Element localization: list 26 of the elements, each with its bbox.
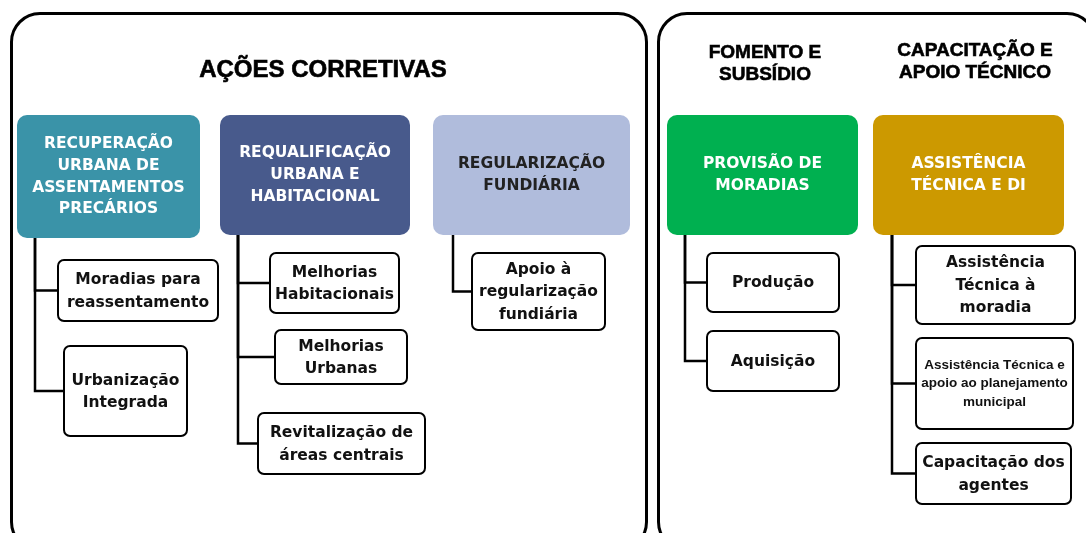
item-box: Urbanização Integrada [63,345,188,437]
panel-heading: AÇÕES CORRETIVAS [198,55,448,83]
item-box: Assistência Técnica e apoio ao planejamento municipal [915,337,1074,430]
category-box: ASSISTÊNCIA TÉCNICA E DI [873,115,1064,235]
category-box: RECUPERAÇÃO URBANA DE ASSENTAMENTOS PRECÁRIOS [17,115,200,238]
connector-line [236,235,257,445]
panel-heading: CAPACITAÇÃO E APOIO TÉCNICO [896,39,1054,83]
group-panel [10,12,648,533]
category-box: REQUALIFICAÇÃO URBANA E HABITACIONAL [220,115,410,235]
connector-line [890,235,915,475]
item-box: Melhorias Habitacionais [269,252,400,314]
category-box: REGULARIZAÇÃO FUNDIÁRIA [433,115,630,235]
connector-line [683,235,706,363]
connector-line [451,235,471,293]
item-box: Apoio à regularização fundiária [471,252,606,331]
group-panel [657,12,1086,533]
panel-heading: FOMENTO E SUBSÍDIO [707,41,823,85]
connector-line [33,238,63,393]
item-box: Aquisição [706,330,840,392]
item-box: Moradias para reassentamento [57,259,219,322]
item-box: Revitalização de áreas centrais [257,412,426,475]
item-box: Melhorias Urbanas [274,329,408,385]
item-box: Produção [706,252,840,313]
item-box: Assistência Técnica à moradia [915,245,1076,325]
item-box: Capacitação dos agentes [915,442,1072,505]
category-box: PROVISÃO DE MORADIAS [667,115,858,235]
